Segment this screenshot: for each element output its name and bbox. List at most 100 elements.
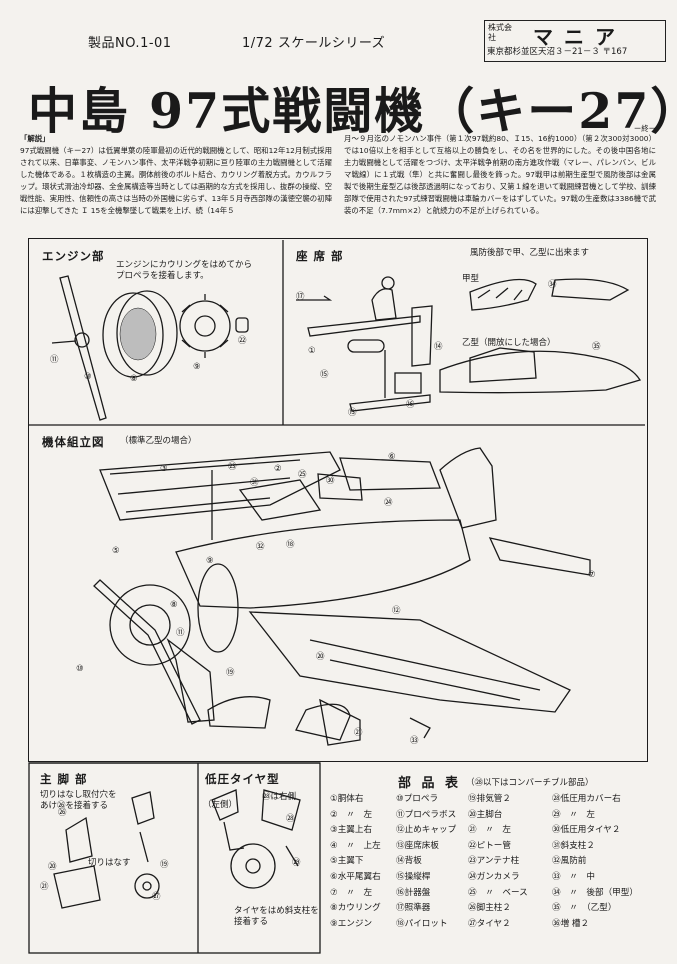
- part-item: ⑰照準器: [396, 903, 431, 914]
- callout-fuselage: ㉛: [250, 478, 259, 488]
- parts-column-3: ⑲排気管２ ⑳主脚台 ㉑ 〃 左 ㉒ピトー管 ㉓アンテナ柱 ㉔ガンカメラ ㉕ 〃…: [468, 792, 576, 932]
- product-number: 製品NO.1-01: [88, 36, 172, 51]
- callout-seat: ⑭: [434, 342, 443, 352]
- callout-gear: ㉙: [292, 858, 301, 868]
- callout-engine: ㉒: [238, 336, 247, 346]
- low-tire-note: タイヤをはめ斜支柱を 接着する: [234, 906, 319, 927]
- part-item: ⑲排気管２: [468, 794, 511, 804]
- part-item: ㉗タイヤ２: [468, 918, 511, 929]
- part-item: ② 〃 左: [330, 809, 373, 820]
- callout-fuselage: ⑥: [388, 452, 396, 462]
- maker-box: 株式会社 マニア 東京都杉並区天沼３－21－３ 〒167: [484, 20, 666, 62]
- callout-engine: ⑪: [50, 355, 59, 365]
- callout-fuselage: ⑲: [226, 668, 235, 678]
- part-item: ⑭背板: [396, 856, 422, 867]
- intro-left-column: 「解説」 97式戦闘機（キー27）は低翼単葉の陸軍最初の近代的戦闘機として、昭和…: [20, 133, 332, 217]
- callout-fuselage: ㉑: [354, 728, 363, 738]
- callout-gear: ㉖: [58, 808, 67, 818]
- callout-fuselage: ⑱: [286, 540, 295, 550]
- callout-fuselage: ⑳: [316, 652, 325, 662]
- part-item: ⑮操縦桿: [396, 871, 431, 882]
- seat-drawing: [296, 276, 642, 412]
- callout-fuselage: ⑨: [206, 556, 214, 566]
- callout-seat: ⑮: [320, 370, 329, 380]
- part-item: ④ 〃 上左: [330, 840, 381, 851]
- callout-engine: ⑧: [130, 374, 138, 384]
- callout-engine: ⑩: [84, 372, 92, 382]
- parts-table-note: （㉘以下はコンバーチブル部品）: [466, 778, 594, 788]
- engine-section-label: エンジン部: [42, 249, 105, 263]
- part-item: ㉒ピトー管: [468, 840, 511, 851]
- callout-seat: ㉞: [548, 280, 557, 290]
- series-label: 1/72 スケールシリーズ: [242, 36, 386, 51]
- callout-fuselage: ㉓: [228, 462, 237, 472]
- callout-fuselage: ㉔: [384, 498, 393, 508]
- part-item: ③主翼上右: [330, 825, 373, 836]
- part-item: ⑦ 〃 左: [330, 887, 373, 898]
- part-item: ㉟ 〃 （乙型）: [552, 903, 617, 914]
- part-item: ⑱パイロット: [396, 918, 448, 929]
- fuselage-sublabel: （標準乙型の場合）: [120, 436, 197, 446]
- part-item: ㉖脚主柱２: [468, 903, 511, 914]
- callout-fuselage: ㉝: [410, 736, 419, 746]
- maker-name: マニア: [533, 25, 626, 49]
- part-item: ㉙ 〃 左: [552, 809, 595, 820]
- callout-fuselage: ⑩: [76, 664, 84, 674]
- intro-right-text: 月～９月迄のノモンハン事件（第１次97戦約80、Ｉ15、16約1000）（第２次…: [344, 134, 656, 215]
- part-item: ⑩プロペラ: [396, 794, 439, 804]
- intro-heading: 「解説」: [20, 134, 50, 143]
- callout-fuselage: ⑦: [588, 570, 596, 580]
- callout-gear: ⑳: [48, 862, 57, 872]
- part-item: ㉘低圧用カバー右: [552, 794, 621, 804]
- callout-fuselage: ⑪: [176, 628, 185, 638]
- part-item: ①胴体右: [330, 794, 364, 804]
- callout-gear: ㉗: [152, 892, 161, 902]
- part-item: ⑳主脚台: [468, 809, 503, 820]
- callout-fuselage: ㉚: [326, 476, 335, 486]
- callout-gear: ㉘: [286, 814, 295, 824]
- gear-drawing: [53, 789, 301, 909]
- part-item: ㊱増 槽２: [552, 918, 590, 929]
- canopy-type-a: 甲型: [462, 274, 480, 284]
- part-item: ⑧カウリング: [330, 903, 381, 914]
- part-item: ⑫止めキャップ: [396, 825, 457, 836]
- parts-table-title: 部 品 表: [398, 776, 462, 791]
- intro-right-column: 月～９月迄のノモンハン事件（第１次97戦約80、Ｉ15、16約1000）（第２次…: [344, 133, 656, 217]
- part-item: ⑨エンジン: [330, 918, 373, 929]
- low-tire-right: ㉘は右側: [262, 792, 297, 802]
- intro-left-text: 97式戦闘機（キー27）は低翼単葉の陸軍最初の近代的戦闘機として、昭和12年12…: [20, 146, 332, 215]
- part-item: ㉓アンテナ柱: [468, 856, 520, 867]
- part-item: ⑯計器盤: [396, 887, 431, 898]
- parts-column-1: ①胴体右 ② 〃 左 ③主翼上右 ④ 〃 上左 ⑤主翼下 ⑥水平尾翼右 ⑦ 〃 …: [330, 792, 438, 932]
- intro-end-mark: ー終ー: [633, 124, 656, 133]
- callout-fuselage: ⑤: [112, 546, 120, 556]
- callout-fuselage: ㉕: [298, 470, 307, 480]
- callout-fuselage: ⑧: [170, 600, 178, 610]
- callout-seat: ①: [308, 346, 316, 356]
- part-item: ㉔ガンカメラ: [468, 871, 520, 882]
- callout-fuselage: ㉜: [256, 542, 265, 552]
- seat-section-label: 座 席 部: [296, 249, 344, 263]
- callout-seat: ⑰: [296, 292, 305, 302]
- part-item: ⑥水平尾翼右: [330, 871, 381, 882]
- main-gear-cut-note: 切りはなす: [88, 858, 131, 868]
- canopy-type-b: 乙型（開放にした場合）: [462, 338, 556, 348]
- part-item: ⑬座席床板: [396, 840, 439, 851]
- callout-seat: ⑯: [406, 400, 415, 410]
- part-item: ㉑ 〃 左: [468, 825, 511, 836]
- maker-address: 東京都杉並区天沼３－21－３ 〒167: [487, 47, 628, 57]
- low-tire-label: 低圧タイヤ型: [205, 772, 280, 786]
- callout-fuselage: ⑫: [392, 606, 401, 616]
- gear-frame: [28, 762, 321, 954]
- low-tire-left: （左側）: [203, 800, 238, 810]
- parts-column-2: ⑩プロペラ ⑪プロペラボス ⑫止めキャップ ⑬座席床板 ⑭背板 ⑮操縦桿 ⑯計器…: [396, 792, 504, 932]
- callout-fuselage: ②: [274, 464, 282, 474]
- part-item: ㉛斜支柱２: [552, 840, 595, 851]
- callout-gear: ⑲: [160, 860, 169, 870]
- part-item: ⑪プロペラボス: [396, 809, 457, 820]
- fuselage-drawing: [93, 447, 591, 746]
- part-item: ㉕ 〃 ベース: [468, 887, 528, 898]
- callout-seat: ㉟: [592, 342, 601, 352]
- part-item: ㉚低圧用タイヤ２: [552, 825, 621, 836]
